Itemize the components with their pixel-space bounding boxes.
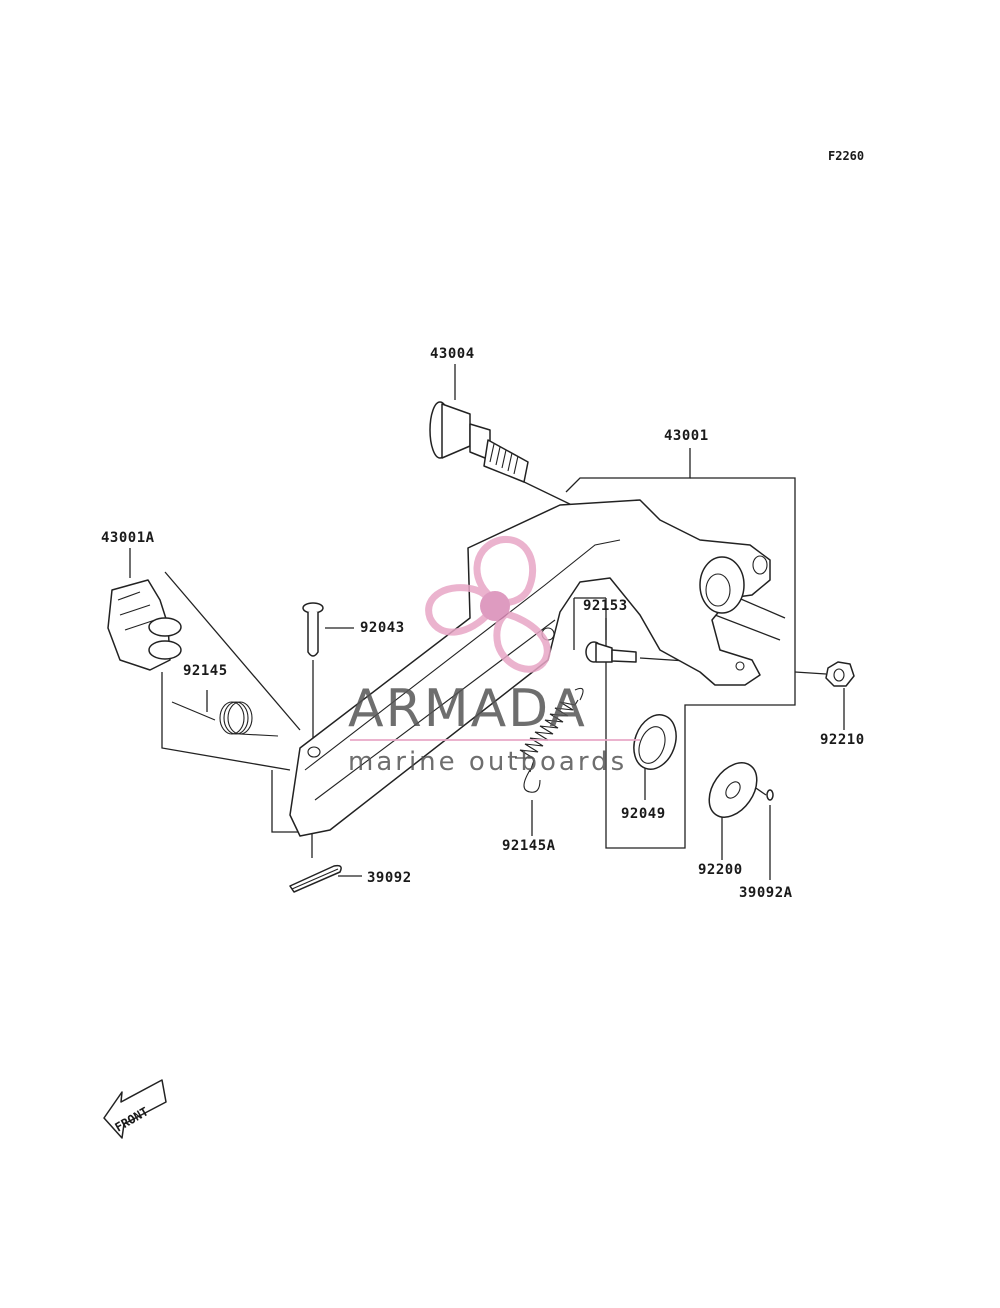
label-92145: 92145 <box>183 663 228 679</box>
propeller-logo-icon <box>425 536 551 673</box>
clevis-pin <box>302 602 324 657</box>
label-43001a: 43001A <box>101 530 155 546</box>
label-43001: 43001 <box>664 428 709 444</box>
watermark-brand: ARMADA <box>348 679 587 739</box>
label-92145a: 92145A <box>502 838 556 854</box>
figure-code: F2260 <box>828 149 864 163</box>
label-92200: 92200 <box>698 862 743 878</box>
oil-seal <box>633 714 677 770</box>
label-92043: 92043 <box>360 620 405 636</box>
label-43004: 43004 <box>430 346 475 362</box>
cotter-pin <box>289 864 342 893</box>
washer-92200 <box>708 762 758 818</box>
armada-watermark: ARMADA marine outboards <box>348 536 640 777</box>
label-92210: 92210 <box>820 732 865 748</box>
cotter-pin-small <box>766 789 774 801</box>
label-92049: 92049 <box>621 806 666 822</box>
pedal-pad <box>107 579 182 671</box>
torsion-spring <box>171 701 279 737</box>
watermark-tagline: marine outboards <box>348 747 627 777</box>
nut-92210 <box>825 661 855 687</box>
label-39092a: 39092A <box>739 885 793 901</box>
front-arrow: FRONT <box>103 1079 167 1139</box>
extension-spring <box>515 687 584 793</box>
pivot-shaft <box>429 401 529 483</box>
label-92153: 92153 <box>583 598 628 614</box>
bolt-92153 <box>585 641 637 663</box>
label-39092: 39092 <box>367 870 412 886</box>
